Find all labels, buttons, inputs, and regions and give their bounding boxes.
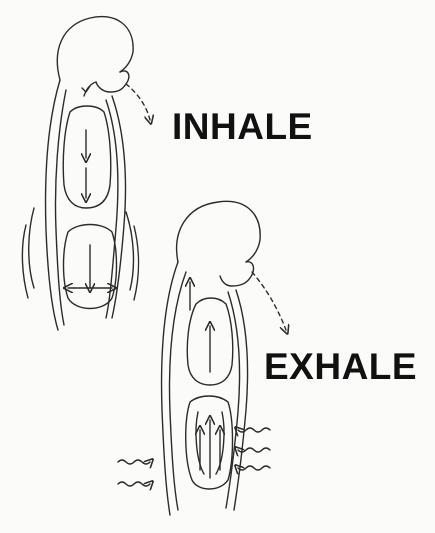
exhale-figure [118, 201, 286, 515]
inhale-air-stream-arrow [126, 84, 150, 120]
exhale-head-outline [177, 201, 261, 262]
inhale-figure [22, 17, 150, 330]
inhale-face-outline [96, 71, 129, 92]
inhale-airway-arrow [82, 86, 90, 92]
inhale-throat-outline [84, 82, 96, 96]
inhale-back-line [46, 80, 60, 330]
inhale-lung-outline [63, 106, 111, 208]
exhale-label: EXHALE [264, 348, 417, 385]
exhale-air-stream-arrow [252, 272, 286, 330]
inhale-head-outline [57, 17, 133, 80]
exhale-belly-outline [186, 396, 233, 489]
inhale-label: INHALE [172, 108, 313, 145]
exhale-face-outline [220, 262, 253, 286]
